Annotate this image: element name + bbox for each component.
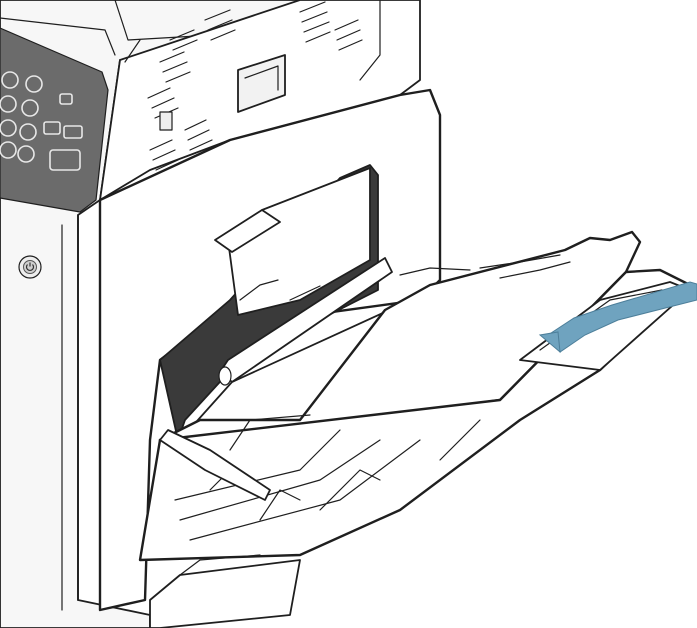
control-panel <box>0 27 109 213</box>
side-panel <box>99 0 421 201</box>
printer-base <box>149 554 301 628</box>
power-icon <box>25 262 35 271</box>
power-button <box>18 255 42 279</box>
handle-recess <box>237 54 286 113</box>
latch <box>159 111 173 131</box>
arrow-icon <box>538 281 697 354</box>
paper-width-guide <box>159 429 271 501</box>
keypad-buttons <box>0 71 43 163</box>
tray-interior <box>214 167 393 386</box>
panel-keys <box>43 93 83 171</box>
